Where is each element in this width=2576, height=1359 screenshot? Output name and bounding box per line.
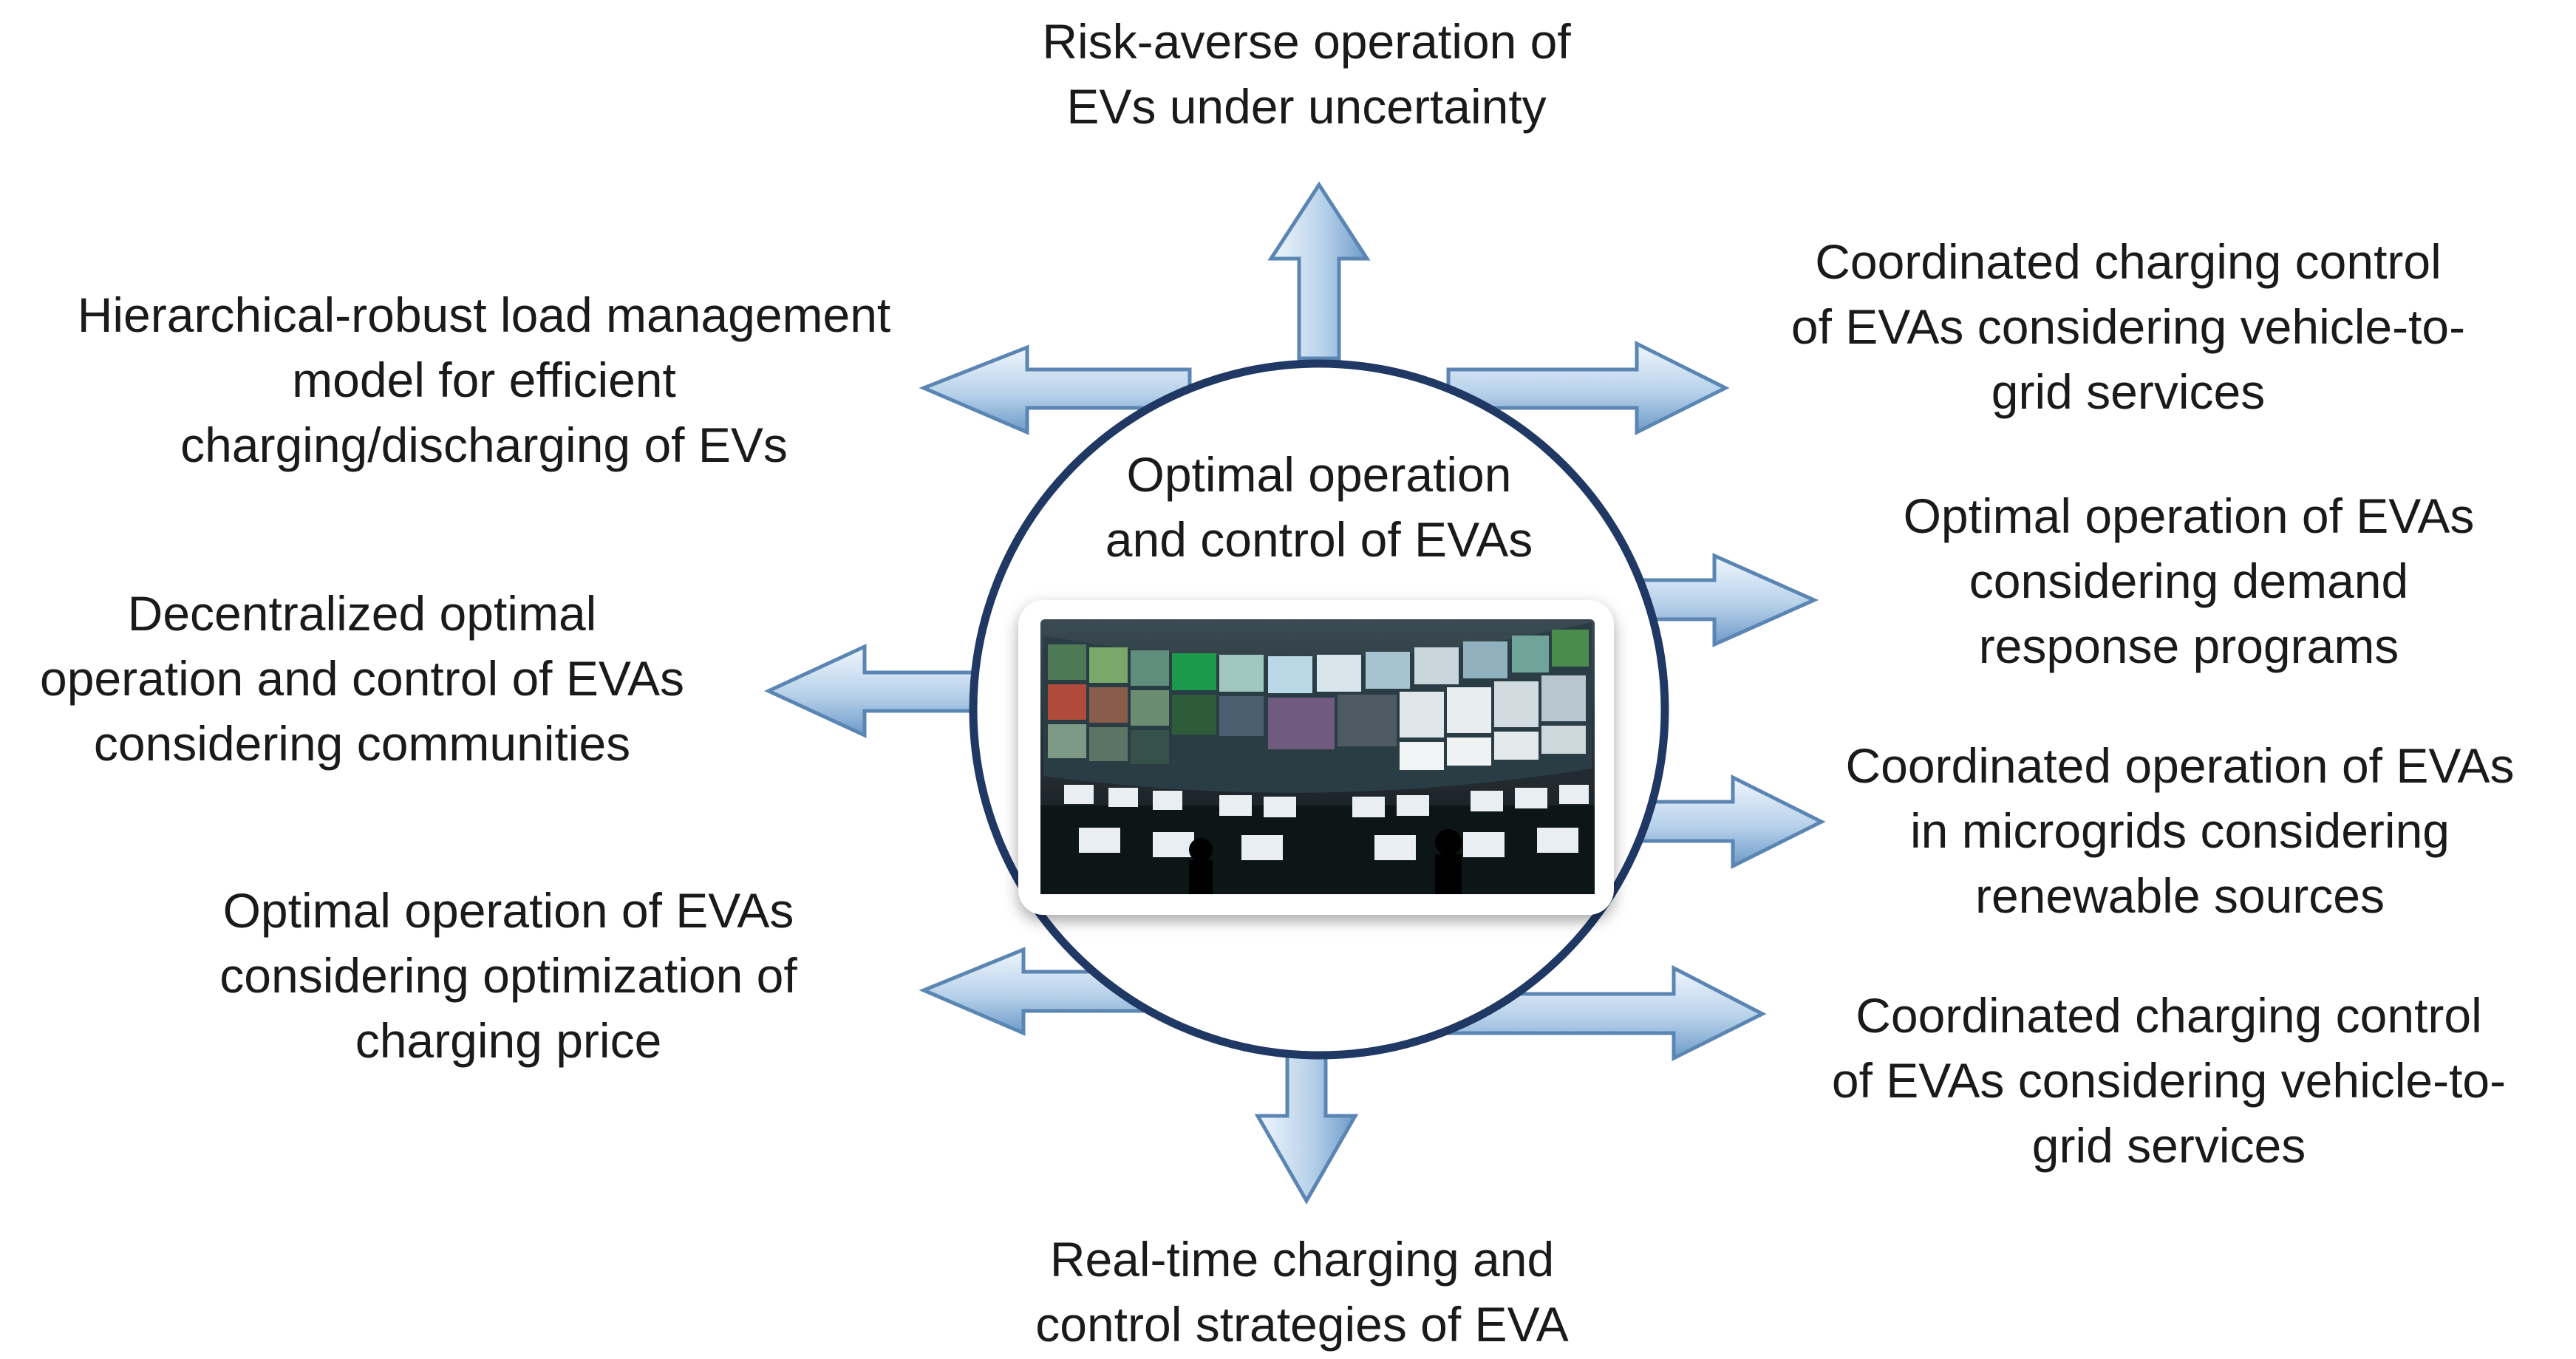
topic-line: grid services <box>2031 1118 2306 1173</box>
topic-line: considering demand <box>1969 554 2409 608</box>
topic-line: Coordinated charging control <box>1856 988 2482 1043</box>
arrow-up <box>1267 181 1371 361</box>
topic-line: Decentralized optimal <box>127 586 597 641</box>
topic-mid-left: Decentralized optimal operation and cont… <box>40 581 684 776</box>
topic-line: Coordinated operation of EVAs <box>1845 738 2515 793</box>
topic-line: Optimal operation of EVAs <box>1903 488 2475 543</box>
topic-line: in microgrids considering <box>1910 803 2450 858</box>
topic-lower-right: Coordinated charging control of EVAs con… <box>1832 983 2506 1178</box>
topic-line: renewable sources <box>1975 868 2385 923</box>
topic-line: charging price <box>355 1013 662 1068</box>
topic-line: operation and control of EVAs <box>40 651 684 706</box>
topic-bottom: Real-time charging and control strategie… <box>1035 1227 1568 1357</box>
topic-line: charging/discharging of EVs <box>180 418 788 472</box>
topic-line: Hierarchical-robust load management <box>77 287 891 342</box>
topic-line: EVs under uncertainty <box>1066 79 1547 134</box>
topic-line: control strategies of EVA <box>1035 1297 1569 1352</box>
topic-line: response programs <box>1978 619 2399 673</box>
arrow-right-2 <box>1623 774 1826 870</box>
topic-right-1: Optimal operation of EVAs considering de… <box>1904 483 2475 678</box>
topic-line: Optimal operation of EVAs <box>222 883 794 938</box>
center-title-line: Optimal operation <box>1126 447 1512 502</box>
topic-lower-left: Optimal operation of EVAs considering op… <box>219 878 797 1073</box>
topic-line: of EVAs considering vehicle-to- <box>1790 299 2466 354</box>
topic-line: grid services <box>1991 364 2266 419</box>
topic-line: considering optimization of <box>219 948 797 1003</box>
topic-line: Coordinated charging control <box>1815 234 2442 289</box>
topic-right-2: Coordinated operation of EVAs in microgr… <box>1845 733 2514 928</box>
center-title: Optimal operation and control of EVAs <box>1105 442 1533 572</box>
arrow-mid-left <box>764 644 981 738</box>
topic-line: of EVAs considering vehicle-to- <box>1831 1053 2507 1108</box>
topic-upper-right: Coordinated charging control of EVAs con… <box>1791 229 2465 424</box>
topic-top: Risk-averse operation of EVs under uncer… <box>1042 9 1570 139</box>
center-title-line: and control of EVAs <box>1105 512 1533 567</box>
topic-line: Risk-averse operation of <box>1042 14 1571 69</box>
topic-line: model for efficient <box>292 352 676 407</box>
control-room-image <box>1018 600 1614 915</box>
topic-upper-left: Hierarchical-robust load management mode… <box>78 282 891 477</box>
topic-line: Real-time charging and <box>1049 1232 1555 1287</box>
topic-line: considering communities <box>93 716 631 771</box>
